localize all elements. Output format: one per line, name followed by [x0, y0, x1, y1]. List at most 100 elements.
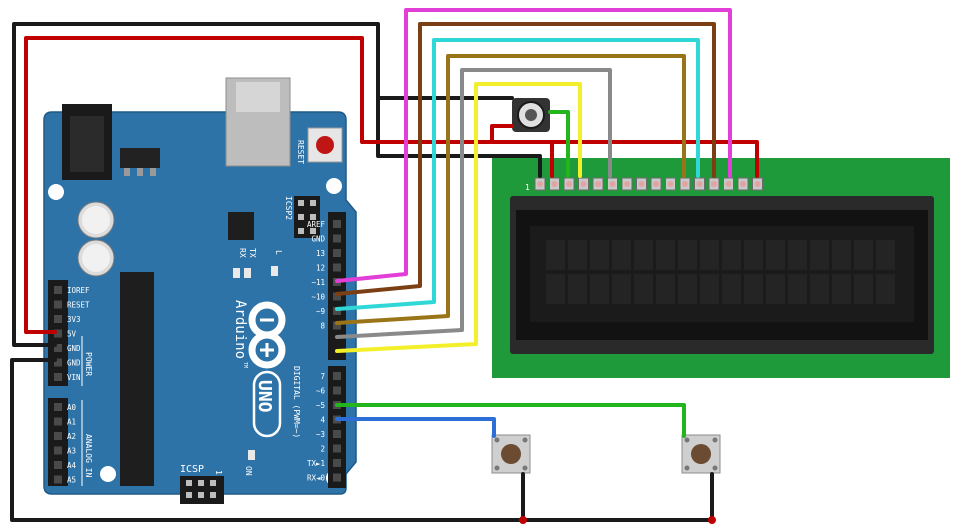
- regulator-leg: [150, 168, 156, 176]
- digital-pin: [333, 459, 341, 467]
- digital-pin: [333, 263, 341, 272]
- analog-pin: [54, 432, 62, 440]
- analog-label: ANALOG IN: [84, 434, 93, 478]
- capacitor-top: [82, 206, 110, 234]
- digital-pin: [333, 430, 341, 438]
- wire-pin4: [335, 417, 496, 438]
- wire-pin5: [335, 403, 686, 438]
- analog-pin: [54, 461, 62, 469]
- junction-dot: [708, 516, 716, 524]
- usb-port-inner: [236, 82, 280, 112]
- lcd-cell: [766, 240, 785, 270]
- lcd-cell: [810, 240, 829, 270]
- rx-label: RX: [238, 248, 247, 258]
- push-button-cap: [501, 444, 521, 464]
- digital-pin: [333, 321, 341, 330]
- digital-pin-label: ~9: [316, 307, 325, 316]
- lcd-character-cells: [546, 240, 895, 304]
- wire-pot-wiper: [548, 110, 570, 178]
- wire-pin12: [335, 22, 716, 296]
- icsp-pins: [186, 480, 216, 498]
- lcd-cell: [568, 274, 587, 304]
- lcd-cell: [722, 274, 741, 304]
- lcd-cell: [678, 274, 697, 304]
- digital-header-bottom: [328, 366, 346, 488]
- lcd-pin1-label: 1: [525, 183, 530, 192]
- tx-label: TX: [248, 248, 257, 258]
- digital-pin-label: ~6: [316, 387, 326, 396]
- wire-pin9: [335, 68, 612, 339]
- potentiometer: [512, 98, 550, 132]
- regulator-leg: [137, 168, 143, 176]
- power-pin-label: GND: [67, 344, 81, 353]
- digital-pin-label: ~11: [311, 278, 325, 287]
- lcd-pin-hole: [682, 181, 688, 187]
- lcd-cell: [876, 240, 895, 270]
- arduino-uno-board: RESET ICSP2 TX RX L: [43, 77, 357, 504]
- arduino-logo: [248, 301, 286, 369]
- l-led: [271, 266, 278, 276]
- icsp2-header: [294, 196, 320, 238]
- lcd-16x2-module: 1: [492, 158, 950, 378]
- push-button-2: [681, 434, 721, 474]
- lcd-cell: [744, 274, 763, 304]
- lcd-cell: [590, 274, 609, 304]
- l-led-label: L: [274, 250, 283, 255]
- lcd-cell: [678, 240, 697, 270]
- lcd-cell: [810, 274, 829, 304]
- wire-gnd-top: [12, 22, 542, 347]
- digital-pin: [333, 386, 341, 395]
- digital-pin: [333, 473, 341, 482]
- wire-pin8: [335, 82, 582, 353]
- uno-label: UNO: [254, 380, 275, 413]
- digital-pin-label: ~10: [311, 293, 325, 302]
- arduino-label: Arduino: [232, 300, 248, 359]
- digital-pin-label: GND: [311, 235, 325, 244]
- power-pin: [54, 358, 62, 367]
- digital-pin: [333, 249, 341, 257]
- capacitor-top: [82, 244, 110, 272]
- voltage-regulator: [120, 148, 160, 168]
- digital-pin-label: 13: [316, 249, 325, 258]
- digital-pin: [333, 444, 341, 453]
- reset-button-cap[interactable]: [316, 136, 334, 154]
- tm-label: TM: [242, 362, 248, 368]
- digital-pin-label: 8: [320, 322, 325, 331]
- wire-pot-vcc: [490, 124, 514, 144]
- push-button-1: [491, 434, 531, 474]
- analog-pin: [54, 446, 62, 455]
- mount-hole: [100, 466, 116, 482]
- lcd-cell: [832, 274, 851, 304]
- lcd-cell: [854, 240, 873, 270]
- wire-pin10: [335, 54, 686, 325]
- analog-pin-label: A0: [67, 403, 77, 412]
- junction-dot: [519, 516, 527, 524]
- usb-chip: [228, 212, 254, 240]
- analog-pin-label: A4: [67, 461, 77, 470]
- lcd-pin-hole: [537, 181, 543, 187]
- lcd-cell: [722, 240, 741, 270]
- digital-pin-label: TX►1: [307, 459, 325, 468]
- push-button-corners: [494, 437, 528, 471]
- lcd-cell: [656, 240, 675, 270]
- analog-pin: [54, 417, 62, 426]
- lcd-pin-hole: [696, 181, 703, 187]
- pot-knob-center: [525, 109, 537, 121]
- lcd-pin-hole: [725, 181, 732, 187]
- mount-hole: [48, 184, 64, 200]
- lcd-pin-hole: [754, 181, 761, 187]
- digital-pin-label: 2: [320, 445, 325, 454]
- lcd-pin-hole: [711, 181, 717, 187]
- digital-pin: [333, 234, 341, 243]
- mount-hole: [326, 178, 342, 194]
- power-pin: [54, 300, 62, 309]
- power-pin-label: IOREF: [67, 286, 90, 295]
- digital-pin-label: AREF: [307, 220, 326, 229]
- power-pin: [54, 329, 62, 338]
- lcd-pin-hole: [667, 181, 674, 187]
- wires: [10, 8, 759, 522]
- power-pin-label: VIN: [67, 373, 81, 382]
- lcd-pin-hole: [653, 181, 659, 187]
- lcd-pin-hole: [624, 181, 630, 187]
- lcd-cell: [788, 274, 807, 304]
